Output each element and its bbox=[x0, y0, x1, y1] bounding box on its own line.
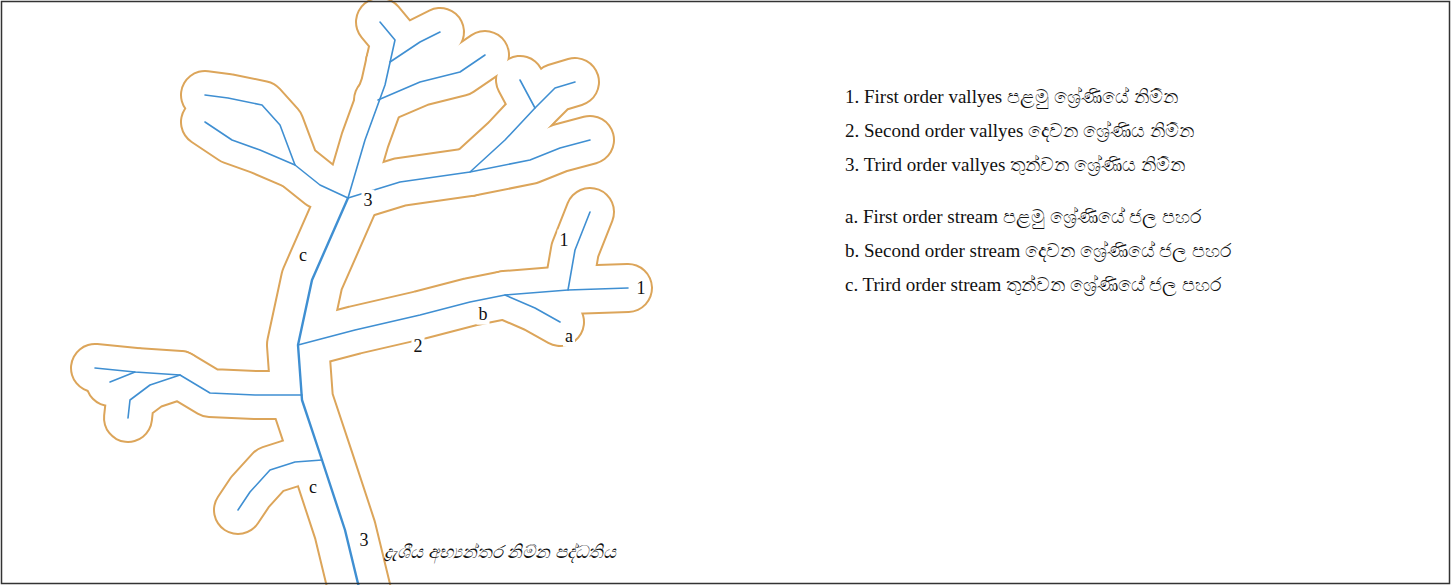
key-line: 3. Trird order vallyes තුන්වන ශ්‍රේණිය න… bbox=[845, 154, 1185, 176]
callout-number: b bbox=[477, 304, 490, 325]
callout-number: 3 bbox=[362, 190, 375, 211]
key-line: 1. First order vallyes පළමු ශ්‍රේණියේ නි… bbox=[845, 86, 1178, 108]
figure-caption: ද්‍රැශීය අභ්‍යන්තර නිම්න පද්ධතිය bbox=[384, 542, 616, 563]
stream-line bbox=[298, 198, 362, 585]
valley-outline bbox=[95, 22, 628, 510]
callout-number: 2 bbox=[412, 336, 425, 357]
key-line: b. Second order stream දෙවන ශ්‍රේණියේ ජල… bbox=[845, 240, 1231, 262]
callout-number: 1 bbox=[635, 278, 648, 299]
callout-number: 3 bbox=[358, 530, 371, 551]
key-line: c. Trird order stream තුන්වන ශ්‍රේණියේ ජ… bbox=[845, 274, 1221, 296]
stream-line bbox=[95, 22, 628, 510]
callout-number: a bbox=[563, 326, 575, 347]
key-line: a. First order stream පළමු ශ්‍රේණියේ ජල … bbox=[845, 206, 1201, 228]
callout-number: c bbox=[307, 477, 319, 498]
key-line: 2. Second order vallyes දෙවන ශ්‍රේණිය නි… bbox=[845, 120, 1194, 142]
callout-number: 1 bbox=[558, 230, 571, 251]
callout-number: c bbox=[297, 245, 309, 266]
